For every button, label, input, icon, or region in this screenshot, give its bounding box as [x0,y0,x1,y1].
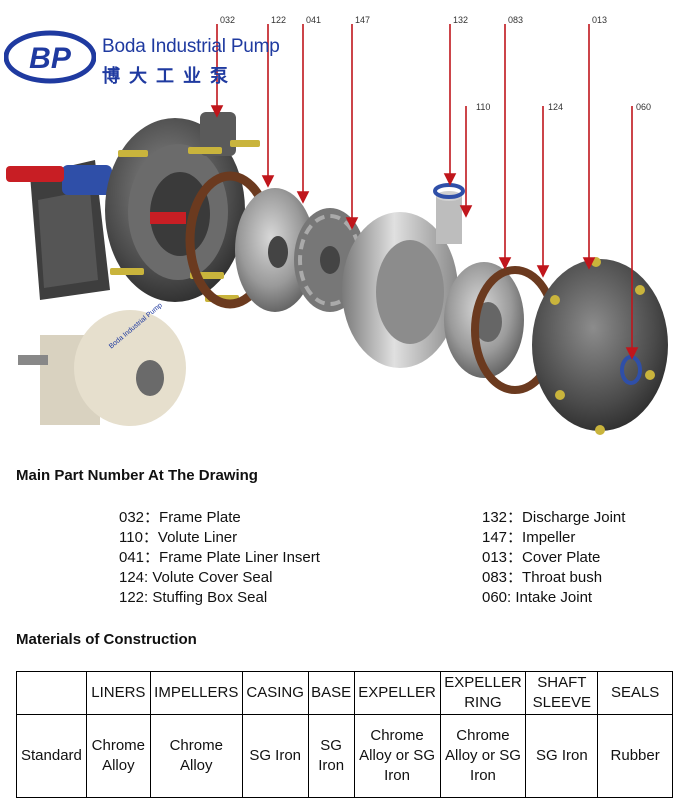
table-header-cell: EXPELLER [353,671,441,715]
callout-083: 083 [508,15,524,25]
callout-032: 032 [220,15,236,25]
callout-124: 124 [548,102,564,112]
materials-table: LINERS IMPELLERS CASING BASE EXPELLER EX… [16,671,673,798]
table-header-cell: SHAFT SLEEVE [525,671,599,715]
part-item: 013：Cover Plate [482,549,601,566]
table-cell: Chrome Alloy [149,714,243,798]
callout-147: 147 [355,15,371,25]
callout-013: 013 [592,15,608,25]
part-item: 122: Stuffing Box Seal [119,589,268,606]
pump-exploded-diagram: 032 122 041 147 132 083 013 110 124 060 … [6,15,668,435]
table-header-cell: EXPELLER RING [439,671,527,715]
frame-plate-assembly [6,112,260,302]
bp-logo-icon: BP [3,30,97,84]
table-header-row: LINERS IMPELLERS CASING BASE EXPELLER EX… [16,671,673,715]
table-cell: Standard [16,714,87,798]
table-header-cell: SEALS [597,671,673,715]
callout-132: 132 [453,15,469,25]
table-cell: SG Iron [525,714,599,798]
part-item: 083：Throat bush [482,569,603,586]
callout-122: 122 [271,15,287,25]
table-cell: SG Iron [241,714,309,798]
assembled-pump-photo [18,310,186,426]
part-item: 132：Discharge Joint [482,509,626,526]
table-cell: Chrome Alloy [85,714,151,798]
volute-liner [342,191,462,368]
cover-plate [532,257,668,435]
table-header-cell [16,671,87,715]
parts-heading: Main Part Number At The Drawing [16,467,258,484]
table-cell: SG Iron [307,714,355,798]
logo-name-chinese: 博大工业泵 [102,66,237,87]
part-item: 060: Intake Joint [482,589,593,606]
table-header-cell: BASE [307,671,355,715]
part-item: 041：Frame Plate Liner Insert [119,549,320,566]
diagram-drawing [6,24,668,435]
table-header-cell: CASING [241,671,309,715]
discharge-joint [433,183,465,199]
company-logo: BP Boda Industrial Pump 博大工业泵 [3,30,304,90]
frame-plate-liner-insert [235,188,315,312]
part-item: 147：Impeller [482,529,576,546]
callout-arrows [210,24,639,360]
part-item: 110：Volute Liner [119,529,238,546]
logo-mark-text: BP [29,42,72,75]
table-cell: Chrome Alloy or SG Iron [439,714,527,798]
parts-list-right: 132：Discharge Joint 147：Impeller 013：Cov… [482,508,625,608]
table-row: Standard Chrome Alloy Chrome Alloy SG Ir… [16,714,673,798]
part-item: 124: Volute Cover Seal [119,569,273,586]
callout-060: 060 [636,102,652,112]
table-cell: Rubber [597,714,673,798]
logo-name-english: Boda Industrial Pump [102,36,280,57]
callout-041: 041 [306,15,322,25]
part-item: 032：Frame Plate [119,509,241,526]
table-header-cell: LINERS [85,671,151,715]
throat-bush [444,262,524,378]
table-cell: Chrome Alloy or SG Iron [353,714,441,798]
materials-heading: Materials of Construction [16,631,197,648]
parts-list-left: 032：Frame Plate 110：Volute Liner 041：Fra… [119,508,320,608]
callout-110: 110 [476,102,491,112]
table-header-cell: IMPELLERS [149,671,243,715]
